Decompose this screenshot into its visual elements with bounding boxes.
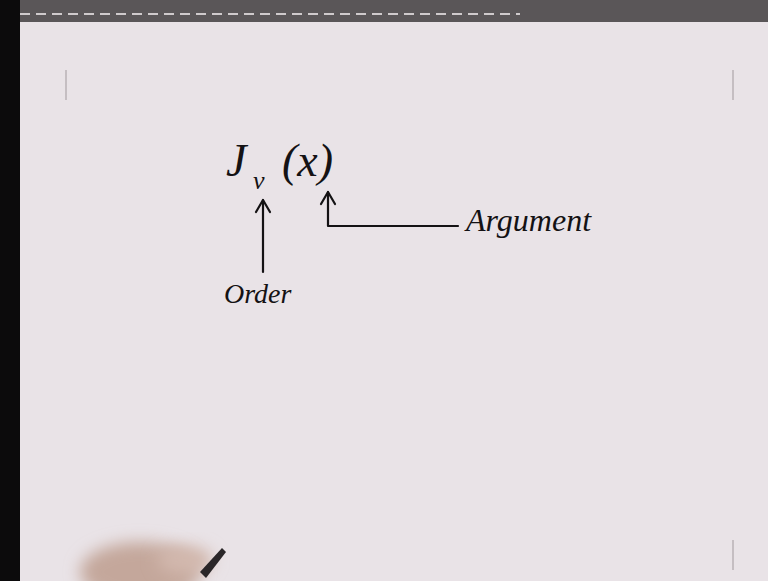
leader-line	[262, 200, 264, 272]
callout-label: Order	[224, 280, 291, 308]
arrow-head	[256, 200, 270, 212]
leader-line	[328, 192, 458, 226]
callout-label: Argument	[466, 204, 591, 236]
corner-mark	[66, 70, 733, 570]
order-subscript: ν	[253, 168, 265, 194]
top-band	[0, 0, 768, 22]
function-symbol: J	[226, 138, 246, 184]
arrow-head	[321, 192, 335, 204]
hand-with-pen	[80, 542, 226, 581]
dashed-edge	[20, 13, 520, 15]
argument-expression: (x)	[282, 138, 333, 184]
left-band	[0, 0, 20, 581]
